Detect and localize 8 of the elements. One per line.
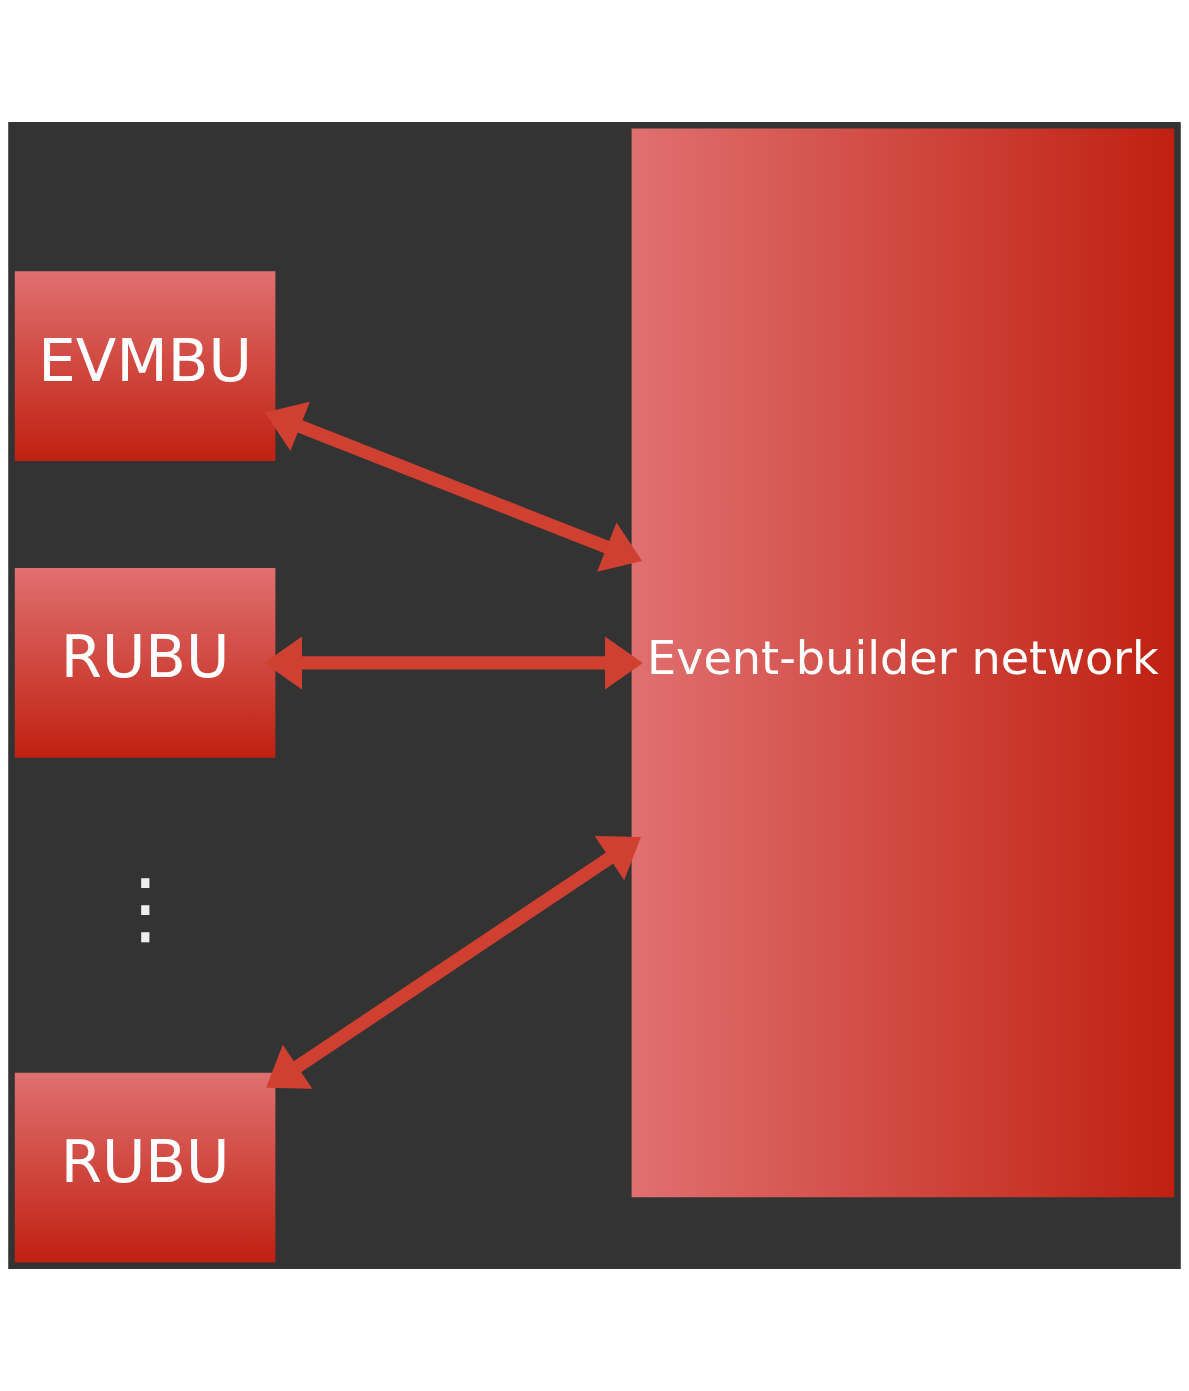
label: ⋮ [105,861,185,954]
node-box: Event-builder network [631,128,1175,1198]
arrow [264,401,643,572]
node-box: RUBU [14,568,276,758]
arrow [266,836,641,1089]
node-box: EVMBU [14,271,276,461]
arrow [264,636,643,690]
node-box: RUBU [14,1072,276,1263]
